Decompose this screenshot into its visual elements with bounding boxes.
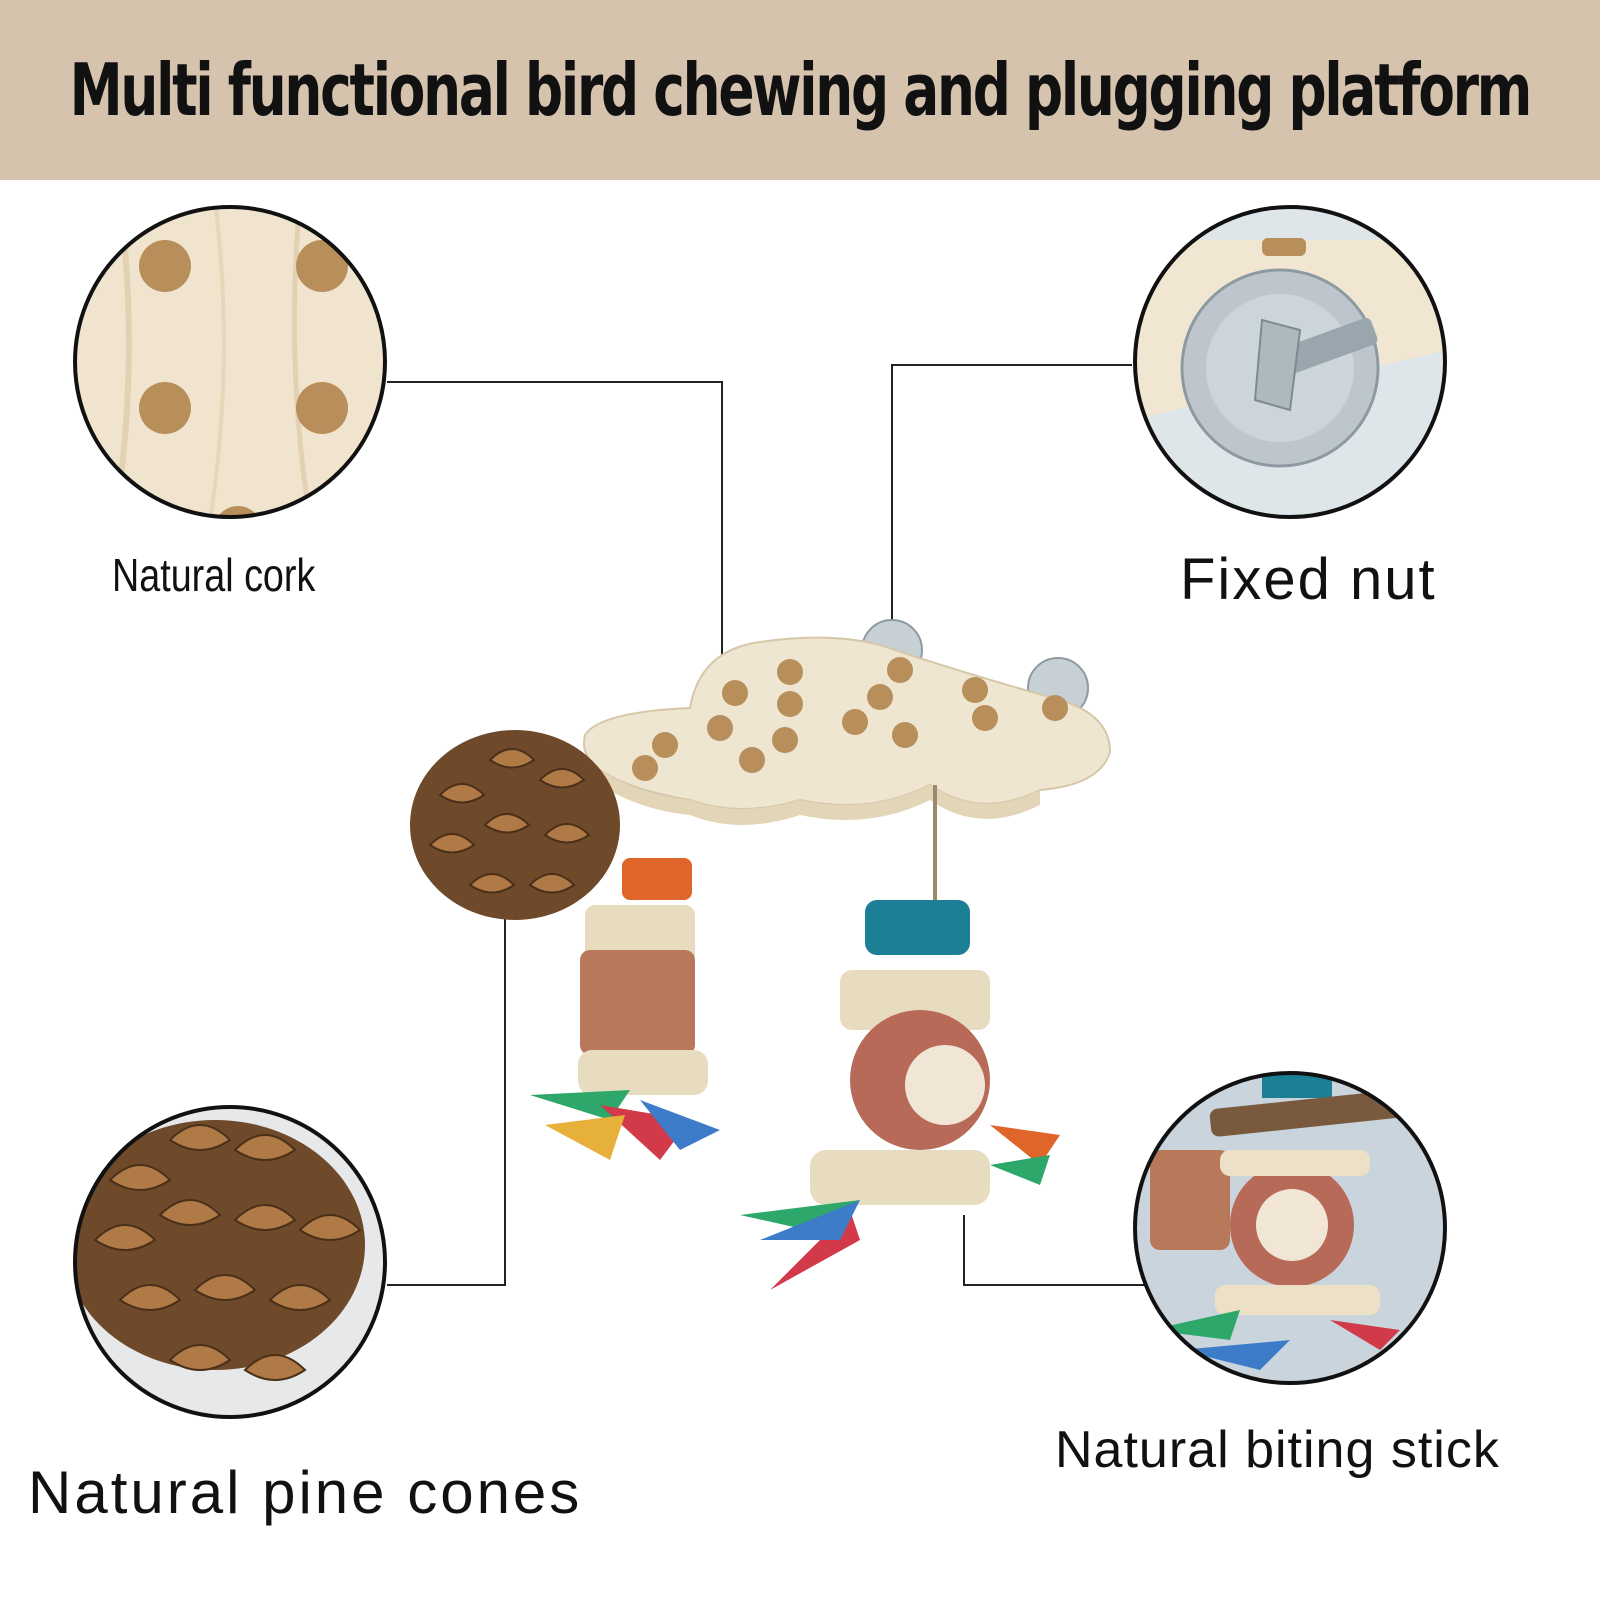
wing-nut-closeup bbox=[1133, 205, 1447, 519]
label-fixed-nut: Fixed nut bbox=[1180, 547, 1437, 612]
label-natural-biting-stick: Natural biting stick bbox=[1055, 1421, 1500, 1479]
connector-lines bbox=[387, 364, 1145, 1286]
title-banner: Multi functional bird chewing and pluggi… bbox=[0, 0, 1600, 180]
biting-stick-closeup bbox=[1133, 1071, 1447, 1385]
cork-closeup bbox=[73, 205, 387, 519]
label-natural-cork: Natural cork bbox=[112, 549, 316, 601]
main-product bbox=[410, 619, 1112, 1290]
page-title: Multi functional bird chewing and pluggi… bbox=[69, 48, 1533, 132]
label-natural-pine-cones: Natural pine cones bbox=[28, 1459, 583, 1526]
pine-cone-closeup bbox=[73, 1105, 387, 1419]
